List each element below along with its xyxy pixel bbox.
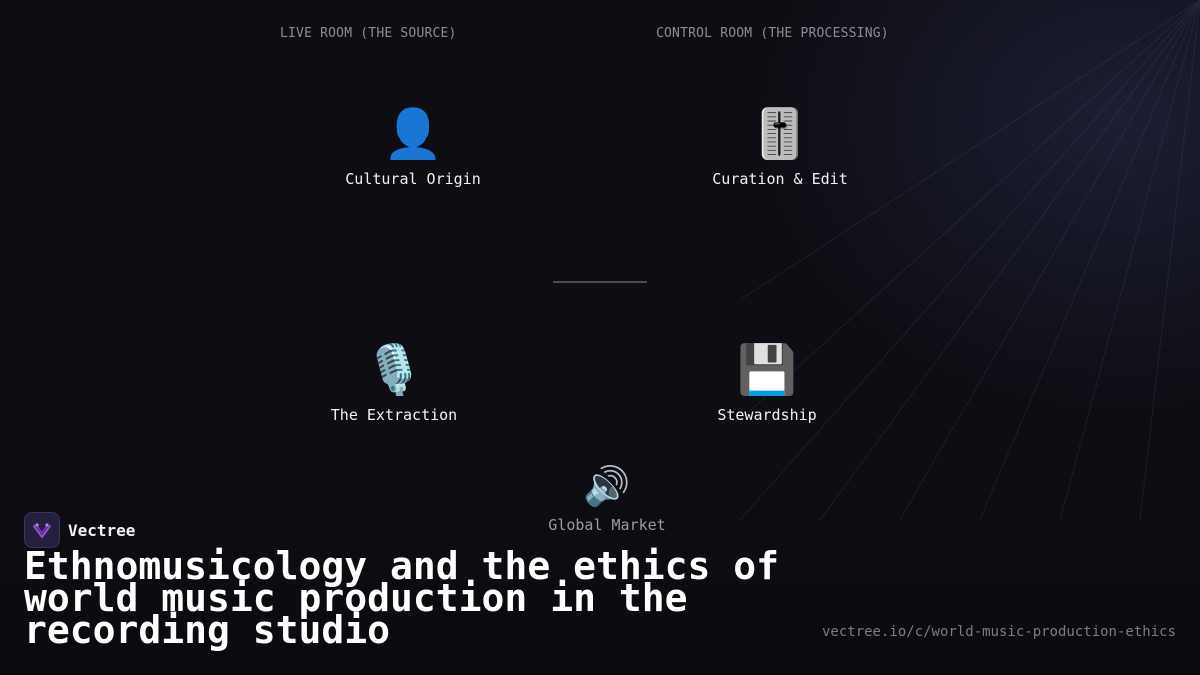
floppy-disk-icon: 💾	[737, 342, 797, 398]
brand: Vectree	[24, 512, 135, 548]
page-url: vectree.io/c/world-music-production-ethi…	[821, 624, 1176, 640]
control-room-label: CONTROL ROOM (THE PROCESSING)	[656, 26, 889, 41]
microphone-icon: 🎙️	[364, 342, 424, 398]
node-stewardship: 💾 Stewardship	[657, 342, 877, 424]
person-icon: 👤	[383, 106, 443, 162]
node-global-market: 🔊 Global Market	[497, 464, 717, 534]
node-label: Cultural Origin	[345, 170, 481, 188]
node-label: Global Market	[548, 516, 666, 534]
speaker-icon: 🔊	[583, 464, 631, 508]
level-slider-icon: 🎚️	[750, 106, 810, 162]
vectree-logo-icon	[24, 512, 60, 548]
divider	[553, 281, 647, 283]
live-room-label: LIVE ROOM (THE SOURCE)	[280, 26, 457, 41]
page-title: Ethnomusicology and the ethics of world …	[24, 544, 779, 652]
node-label: Curation & Edit	[712, 170, 848, 188]
node-the-extraction: 🎙️ The Extraction	[284, 342, 504, 424]
brand-name: Vectree	[68, 520, 136, 540]
node-label: The Extraction	[330, 406, 458, 424]
background-rays	[740, 0, 1200, 520]
node-curation-edit: 🎚️ Curation & Edit	[670, 106, 890, 188]
node-cultural-origin: 👤 Cultural Origin	[303, 106, 523, 188]
node-label: Stewardship	[717, 406, 817, 424]
